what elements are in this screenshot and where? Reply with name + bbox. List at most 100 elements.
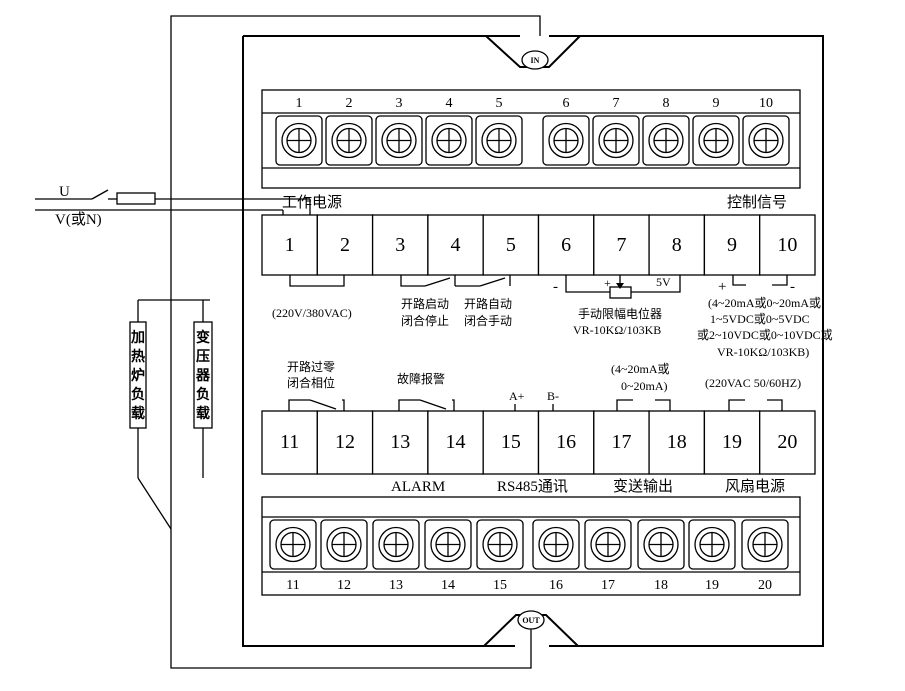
bottom-terminal-number: 17	[601, 578, 615, 593]
in-connector: IN	[485, 35, 581, 70]
signal-note-2: 1~5VDC或0~5VDC	[710, 312, 810, 326]
top-terminal-cell-label: 10	[777, 234, 797, 256]
top-terminal-cell-label: 5	[506, 234, 516, 256]
top-terminal-cell: 5	[482, 214, 540, 276]
bottom-terminal-cell-label: 20	[777, 431, 797, 453]
device-housing-outline	[242, 35, 824, 647]
top-screw-terminal	[592, 115, 640, 166]
transmit-note-2: 0~20mA)	[621, 379, 668, 393]
top-screw-terminal	[542, 115, 590, 166]
u-line-label: U	[59, 184, 70, 200]
top-terminal-number: 7	[613, 96, 620, 111]
top-terminal-number: 1	[296, 96, 303, 111]
top-terminal-cell: 3	[371, 214, 429, 276]
top-terminal-cell-label: 1	[285, 234, 295, 256]
heater-load-label-char: 炉	[131, 367, 145, 384]
top-screw-terminal	[692, 115, 740, 166]
top-terminal-cell: 4	[427, 214, 484, 276]
rs485-section-label: RS485通讯	[497, 478, 568, 495]
bottom-screw-terminal	[269, 519, 317, 570]
start-stop-note-1: 开路启动	[401, 296, 449, 311]
bottom-terminal-number: 13	[389, 578, 403, 593]
top-terminal-cell-label: 7	[616, 234, 626, 256]
top-terminal-cell-label: 2	[340, 234, 350, 256]
rs485-a-plus: A+	[509, 389, 525, 403]
fuse	[116, 192, 156, 205]
bottom-terminal-cell: 15	[482, 410, 540, 475]
bottom-terminal-cell: 16	[537, 410, 595, 475]
transformer-load-label-char: 变	[196, 329, 210, 346]
top-terminal-cell: 8	[648, 214, 706, 276]
top-terminal-cell: 6	[537, 214, 595, 276]
signal-note-4: VR-10KΩ/103KB)	[717, 345, 809, 359]
top-terminal-cell-label: 3	[395, 234, 405, 256]
bottom-terminal-number: 16	[549, 578, 563, 593]
top-terminal-number: 2	[346, 96, 353, 111]
auto-manual-note-1: 开路自动	[464, 296, 512, 311]
power-section-label: 工作电源	[282, 194, 342, 211]
signal-note-3: 或2~10VDC或0~10VDC或	[697, 328, 833, 342]
bottom-terminal-cell: 20	[759, 410, 816, 475]
top-screw-terminal	[475, 115, 523, 166]
potentiometer	[609, 286, 632, 299]
control-signal-section-label: 控制信号	[727, 194, 787, 211]
in-connector-label: IN	[531, 56, 540, 65]
pot-minus: -	[553, 279, 558, 295]
bottom-screw-terminal	[372, 519, 420, 570]
bottom-screw-terminal	[688, 519, 736, 570]
top-terminal-number: 4	[446, 96, 453, 111]
v-line-label: V(或N)	[55, 211, 102, 228]
bottom-terminal-cell-label: 18	[667, 431, 687, 453]
bottom-terminal-cell: 17	[593, 410, 650, 475]
bottom-terminal-cell-label: 17	[611, 431, 631, 453]
bottom-terminal-number: 18	[654, 578, 668, 593]
alarm-section-label: ALARM	[391, 479, 445, 495]
bottom-terminal-number: 14	[441, 578, 455, 593]
zero-phase-note-1: 开路过零	[287, 359, 335, 374]
bottom-terminal-cell-label: 19	[722, 431, 742, 453]
bottom-terminal-number: 12	[337, 578, 351, 593]
zero-phase-note-2: 闭合相位	[287, 375, 335, 390]
bottom-screw-terminal	[637, 519, 685, 570]
pot-note-2: VR-10KΩ/103KB	[573, 323, 661, 337]
heater-load-label-char: 加	[130, 330, 145, 346]
out-connector-label: OUT	[522, 616, 540, 625]
transformer-load-label-char: 负	[196, 386, 210, 403]
bottom-screw-terminal	[320, 519, 368, 570]
top-screw-terminal	[742, 115, 790, 166]
top-terminal-cell: 1	[261, 214, 318, 276]
bottom-terminal-cell-label: 16	[556, 431, 576, 453]
bottom-terminal-cell: 19	[703, 410, 761, 475]
pot-plus: +	[604, 276, 611, 290]
top-terminal-number: 10	[759, 96, 773, 111]
auto-manual-note-2: 闭合手动	[464, 313, 512, 328]
heater-load-label-char: 载	[131, 405, 145, 422]
heater-load-label-char: 热	[131, 348, 145, 365]
bottom-terminal-number: 11	[286, 578, 299, 593]
bottom-screw-terminal	[741, 519, 789, 570]
fan-section-label: 风扇电源	[725, 478, 785, 495]
start-stop-note-2: 闭合停止	[401, 313, 449, 328]
bottom-terminal-cell-label: 13	[390, 431, 410, 453]
top-screw-terminal	[375, 115, 423, 166]
top-terminal-number: 8	[663, 96, 670, 111]
top-terminal-cell-label: 6	[561, 234, 571, 256]
bottom-screw-terminal	[584, 519, 632, 570]
top-terminal-cell: 2	[316, 214, 374, 276]
fan-power-note: (220VAC 50/60HZ)	[705, 376, 801, 390]
power-voltage-note: (220V/380VAC)	[272, 306, 352, 320]
bottom-screw-terminal	[476, 519, 524, 570]
bottom-screw-terminal	[532, 519, 580, 570]
signal-minus: -	[790, 279, 795, 295]
supply-lines: U V(或N)	[35, 184, 311, 228]
top-screw-terminal	[325, 115, 373, 166]
top-screw-terminal	[642, 115, 690, 166]
bottom-screw-terminal	[424, 519, 472, 570]
transmit-note-1: (4~20mA或	[611, 362, 670, 376]
